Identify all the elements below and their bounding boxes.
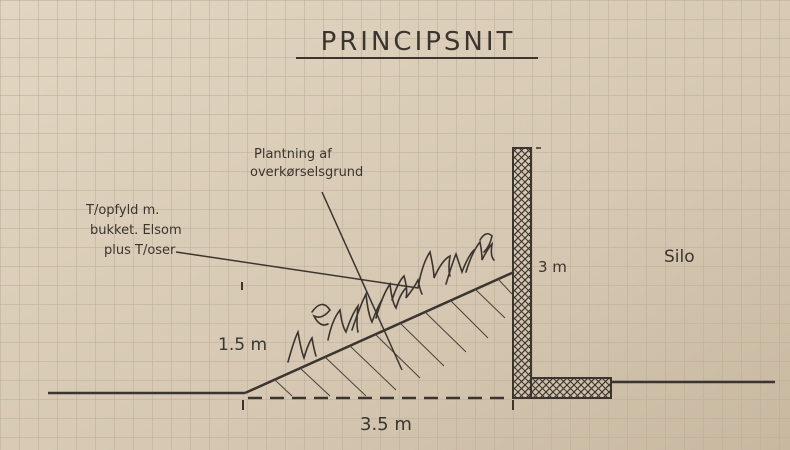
slope-hatching	[274, 278, 513, 397]
planting-note-line2: overkørselsgrund	[250, 165, 363, 180]
fill-note-line3: plus T/oser	[104, 243, 176, 258]
silo-label: Silo	[664, 247, 695, 267]
fill-leader-line	[175, 251, 419, 289]
fill-note-line2: bukket. Elsom	[90, 223, 182, 238]
height-label-right: 3 m	[538, 258, 567, 276]
height-label-left: 1.5 m	[218, 335, 267, 355]
planting-leader-line	[321, 191, 403, 371]
planting-scribbles	[287, 232, 495, 363]
fill-note-line1: T/opfyld m.	[85, 203, 159, 218]
drawing-title: PRINCIPSNIT	[321, 27, 516, 57]
width-label-bottom: 3.5 m	[360, 414, 412, 435]
wall-footing	[530, 377, 612, 399]
retaining-wall	[512, 147, 532, 399]
planting-note-line1: Plantning af	[254, 147, 332, 162]
embankment-slope	[244, 270, 515, 395]
